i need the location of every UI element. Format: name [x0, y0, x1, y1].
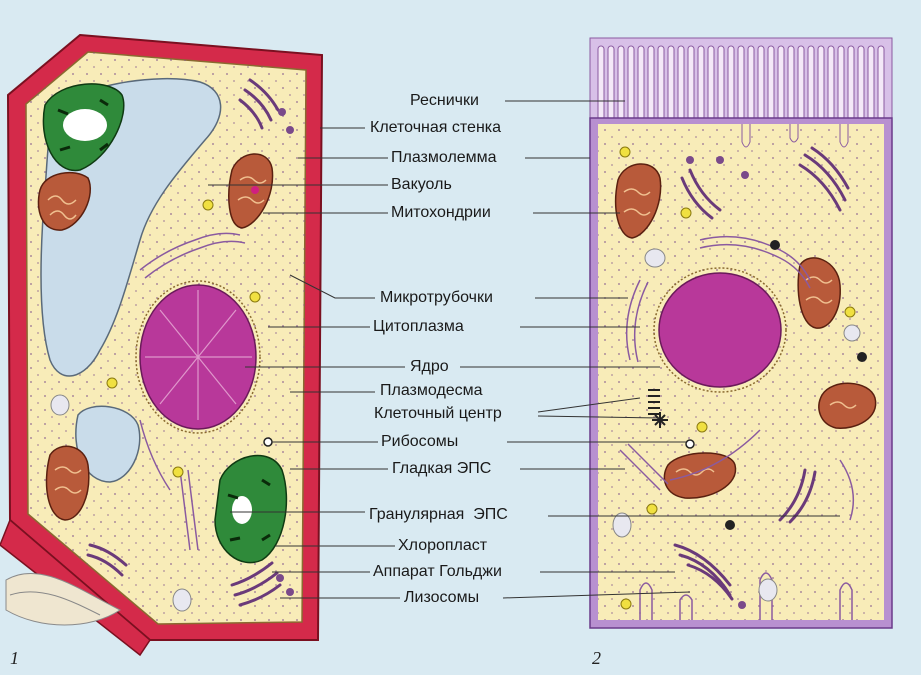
label-plasmodesma: Плазмодесма [380, 382, 483, 399]
label-granular-er: Гранулярная ЭПС [369, 506, 508, 523]
label-nucleus: Ядро [410, 358, 449, 375]
figure-number-plant: 1 [10, 648, 19, 668]
label-mitochondria: Митохондрии [391, 204, 491, 221]
label-cell-wall: Клеточная стенка [370, 119, 502, 136]
label-microtubules: Микротрубочки [380, 289, 493, 306]
animal-mitochondria [614, 163, 877, 499]
animal-er [619, 235, 855, 521]
animal-cilia [597, 45, 885, 121]
label-smooth-er: Гладкая ЭПС [392, 460, 492, 477]
label-cell-center: Клеточный центр [374, 405, 502, 422]
label-vacuole: Вакуоль [391, 176, 452, 193]
plant-nucleus [135, 280, 261, 434]
label-plasmalemma: Плазмолемма [391, 149, 497, 166]
animal-cell [589, 37, 893, 629]
label-chloroplast: Хлоропласт [398, 537, 488, 554]
animal-cell-center [648, 389, 668, 428]
figure-number-animal: 2 [592, 648, 601, 668]
label-ribosomes: Рибосомы [381, 433, 459, 450]
plant-vesicles [50, 108, 294, 612]
plant-golgi [86, 78, 282, 607]
animal-nucleus [653, 267, 787, 393]
label-cytoplasm: Цитоплазма [373, 318, 464, 335]
plant-mitochondria [37, 153, 274, 521]
label-lysosomes: Лизосомы [404, 589, 480, 606]
animal-golgi [673, 146, 850, 601]
plant-chloroplast-top [42, 83, 125, 172]
label-cilia: Реснички [410, 92, 479, 109]
plant-chloroplast-bottom [214, 454, 288, 564]
label-golgi: Аппарат Гольджи [373, 563, 502, 580]
leader-lines [208, 100, 840, 599]
animal-vesicles [612, 146, 867, 610]
plant-cell [0, 33, 324, 657]
plant-er [139, 232, 246, 551]
